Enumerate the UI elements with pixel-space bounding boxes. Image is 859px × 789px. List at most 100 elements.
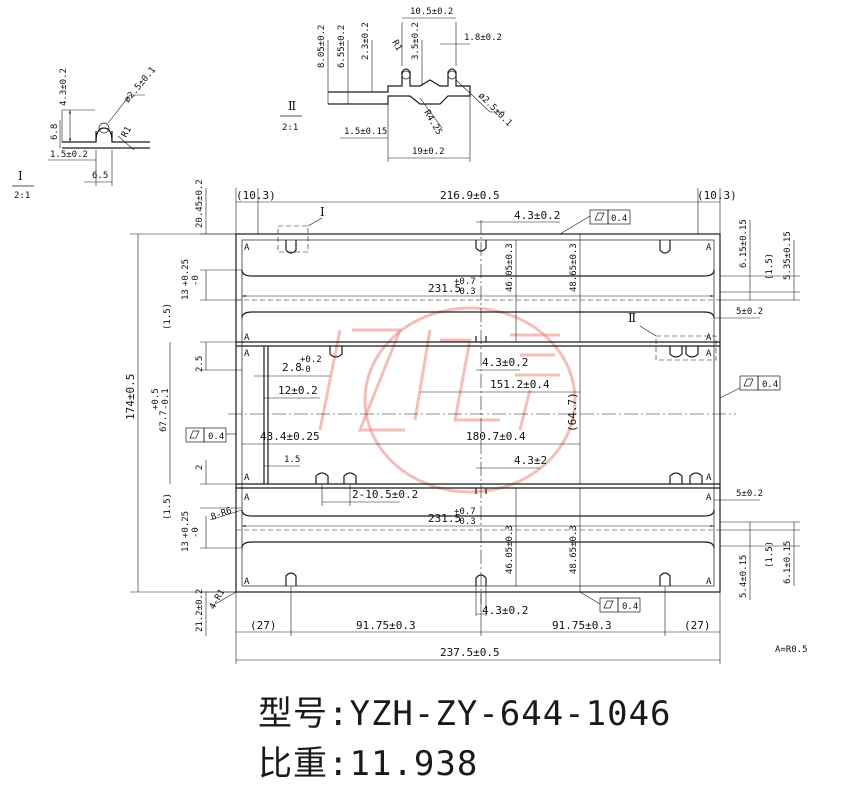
right-dim-6: (1.5) (765, 541, 775, 568)
right-dim-1: 6.15±0.15 (739, 219, 749, 268)
left-dim-4: 2.5 (195, 356, 205, 372)
inner-width-1a: 231.5 (428, 282, 461, 295)
right-dim-7: 5.4±0.15 (739, 555, 749, 598)
right-dim-3: 5.35±0.15 (783, 231, 793, 280)
detail-ii-dim-4: 2.3±0.2 (361, 22, 371, 60)
detail-ii-dim-9: R4.25 (421, 109, 443, 137)
bottom-flatness: 0.4 (622, 602, 638, 612)
inner-a1b: +0.2 (300, 355, 322, 365)
model-line: 型号:YZH-ZY-644-1046 (258, 686, 672, 735)
detail-ii-dim-8: ø2.5±0.1 (476, 91, 514, 129)
inner-width-2c: -0.3 (454, 517, 476, 527)
inner-width-2b: +0.7 (454, 507, 476, 517)
corner-radius-note: A=R0.5 (775, 645, 808, 655)
detail-i-marker: Ⅰ (18, 169, 23, 183)
corner-mark: A (706, 349, 712, 359)
right-flatness: 0.4 (762, 380, 778, 390)
bottom-dim-5: (27) (684, 619, 711, 632)
left-dim-5a: 67.7 (159, 410, 169, 432)
left-flatness: 0.4 (208, 432, 224, 442)
detail-ii-dim-11: 19±0.2 (412, 147, 445, 157)
detail-i-dim-5: 6.5 (92, 171, 108, 181)
inner-width-2a: 231.5 (428, 512, 461, 525)
corner-mark: A (244, 577, 250, 587)
inner-a8: 1.5 (284, 455, 300, 465)
weight-line: 比重:11.938 (258, 736, 478, 785)
top-flatness: 0.4 (611, 214, 627, 224)
bottom-dimensions: (27) 91.75±0.3 91.75±0.3 (27) 4.3±0.2 23… (235, 586, 808, 664)
bottom-dim-1: (27) (250, 619, 277, 632)
model-value: YZH-ZY-644-1046 (349, 694, 672, 734)
bottom-dim-2: 91.75±0.3 (356, 619, 416, 632)
left-dim-10b: +0.25 (181, 511, 191, 538)
left-dim-7: 2 (195, 465, 205, 470)
detail-i-dim-6: R1 (120, 125, 134, 139)
left-total-height: 174±0.5 (124, 374, 137, 420)
detail-i-dim-3: 6.8 (50, 124, 60, 140)
detail-ii-dim-3: 6.55±0.2 (337, 25, 347, 68)
inner-dimensions: 231.5 +0.7 -0.3 46.05±0.3 48.65±0.3 2.8 … (242, 234, 714, 592)
inner-height-4: 48.65±0.3 (569, 525, 579, 574)
corner-mark: A (244, 349, 250, 359)
left-dim-1: 20.45±0.2 (195, 179, 205, 228)
top-end-right: (10.3) (697, 189, 737, 202)
corner-mark: A (244, 333, 250, 343)
left-dim-2b: +0.25 (181, 259, 191, 286)
corner-mark: A (244, 243, 250, 253)
left-dim-9: 8-R6 (210, 506, 234, 523)
inner-width-1b: +0.7 (454, 277, 476, 287)
top-dimensions: (10.3) 216.9±0.5 (10.3) 4.3±0.2 0.4 (235, 188, 737, 235)
inner-a7: 180.7±0.4 (466, 430, 526, 443)
inner-a2: 12±0.2 (278, 384, 318, 397)
inner-a9: 4.3±2 (514, 454, 547, 467)
bottom-overall: 237.5±0.5 (440, 646, 500, 659)
top-overall: 216.9±0.5 (440, 189, 500, 202)
left-dim-2c: -0 (191, 275, 201, 286)
inner-height-3: 46.05±0.3 (505, 525, 515, 574)
left-dim-3: (1.5) (163, 303, 173, 330)
main-detail-ii-label: Ⅱ (628, 311, 636, 325)
inner-width-1c: -0.3 (454, 287, 476, 297)
inner-a1c: -0 (300, 365, 311, 375)
corner-mark: A (706, 473, 712, 483)
detail-i-dim-1: 4.3±0.2 (59, 68, 69, 106)
detail-ii: 10.5±0.2 8.05±0.2 6.55±0.2 2.3±0.2 3.5±0… (280, 7, 514, 162)
left-dim-10c: -0 (191, 527, 201, 538)
model-label: 型号: (258, 694, 350, 734)
main-profile: A A A A A A A A A A A A (228, 220, 736, 604)
inner-height-1: 46.05±0.3 (505, 243, 515, 292)
corner-mark: A (706, 493, 712, 503)
detail-i-dim-4: 1.5±0.2 (50, 150, 88, 160)
corner-mark: A (244, 493, 250, 503)
top-slot: 4.3±0.2 (514, 209, 560, 222)
inner-a6: 43.4±0.25 (260, 430, 320, 443)
corner-mark: A (706, 333, 712, 343)
left-dim-5c: -0.1 (161, 388, 171, 410)
main-detail-i-label: Ⅰ (320, 205, 325, 219)
bottom-dim-4: 91.75±0.3 (552, 619, 612, 632)
detail-ii-dim-5: 3.5±0.2 (411, 22, 421, 60)
right-dim-2: (1.5) (765, 253, 775, 280)
right-dimensions: 6.15±0.15 (1.5) 5.35±0.15 5±0.2 0.4 5±0.… (714, 219, 800, 600)
left-dim-10a: 13 (181, 541, 191, 552)
detail-i-dim-2: ø2.5±0.1 (123, 65, 159, 105)
corner-mark: A (706, 243, 712, 253)
detail-i-scale: 2:1 (14, 191, 30, 201)
weight-label: 比重: (258, 744, 350, 784)
right-dim-8: 6.1±0.15 (783, 541, 793, 584)
left-dim-12: 21.2±0.2 (195, 589, 205, 632)
right-dim-5: 5±0.2 (736, 489, 763, 499)
detail-ii-dim-6: 1.8±0.2 (464, 33, 502, 43)
detail-ii-dim-7: R1 (389, 39, 403, 53)
inner-a1a: 2.8 (282, 361, 302, 374)
inner-a4: 151.2±0.4 (490, 378, 550, 391)
left-dim-11: 4-R1 (208, 588, 228, 612)
technical-drawing: 4.3±0.2 ø2.5±0.1 6.8 1.5±0.2 6.5 R1 Ⅰ 2:… (12, 7, 808, 664)
bottom-dim-3: 4.3±0.2 (482, 604, 528, 617)
detail-ii-dim-1: 10.5±0.2 (410, 7, 453, 17)
detail-ii-marker: Ⅱ (288, 99, 296, 113)
left-dim-8: (1.5) (163, 493, 173, 520)
detail-i: 4.3±0.2 ø2.5±0.1 6.8 1.5±0.2 6.5 R1 Ⅰ 2:… (12, 65, 158, 201)
inner-a10: 2-10.5±0.2 (352, 488, 418, 501)
inner-height-2: 48.65±0.3 (569, 243, 579, 292)
